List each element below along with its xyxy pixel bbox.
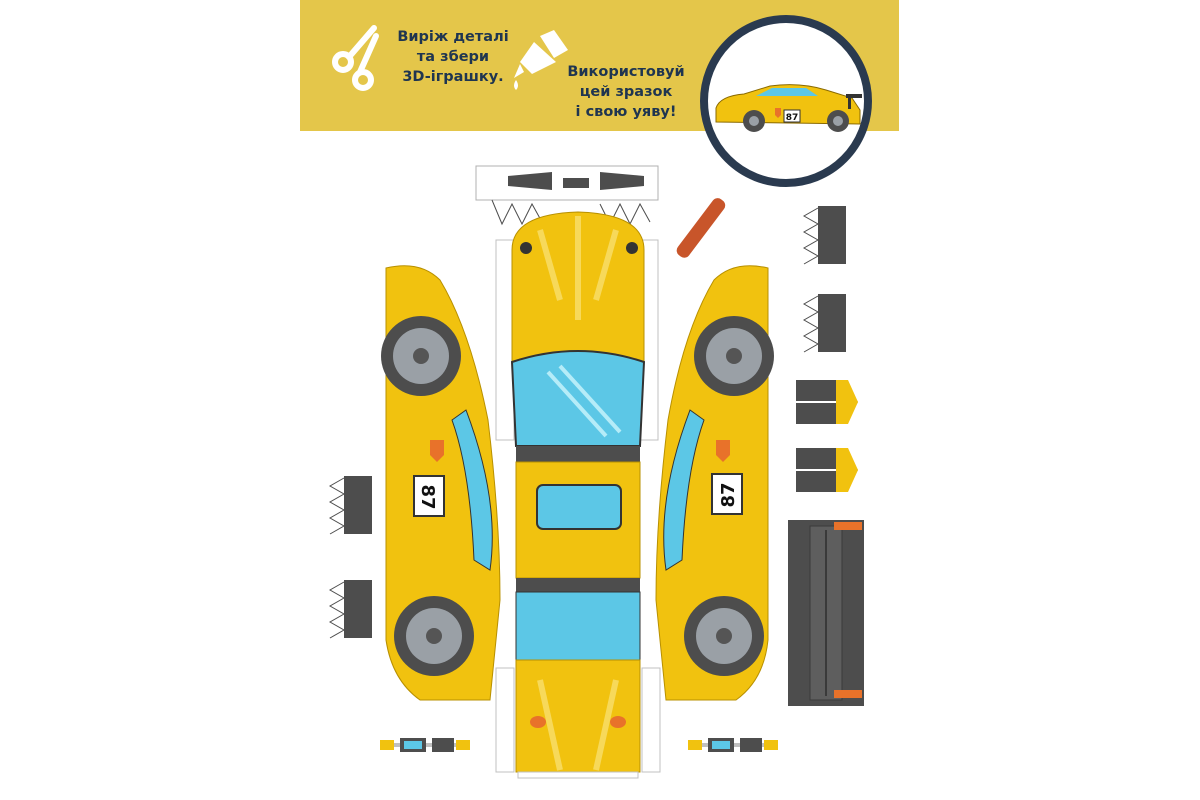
instruction-line: Виріж деталі [397, 29, 509, 45]
preview-number-plate [783, 109, 801, 123]
cut-instruction-text: Виріж деталі та збери 3D-іграшку. [388, 27, 518, 87]
right-door-number: 87 [718, 482, 739, 507]
body-strip [495, 211, 661, 779]
preview-car: 87 [715, 84, 862, 132]
preview-number: 87 [786, 113, 799, 123]
left-side-panel: 87 [381, 265, 501, 701]
scissors-icon [332, 25, 379, 91]
glue-icon [514, 30, 568, 90]
hint-line: Використовуй [567, 64, 685, 80]
hint-line: і свою уяву! [575, 104, 677, 120]
instruction-line: та збери [416, 49, 490, 65]
left-door-number: 87 [417, 484, 438, 509]
right-side-panel: 87 [655, 265, 774, 701]
spoiler-piece [475, 165, 659, 226]
axle-pieces [380, 738, 778, 752]
underbody-piece [788, 520, 864, 706]
instruction-line: 3D-іграшку. [402, 69, 504, 85]
mirror-pieces [796, 380, 858, 492]
hint-text: Використовуй цей зразок і свою уяву! [561, 62, 691, 122]
hint-line: цей зразок [579, 84, 673, 100]
tab-pieces [328, 206, 846, 639]
